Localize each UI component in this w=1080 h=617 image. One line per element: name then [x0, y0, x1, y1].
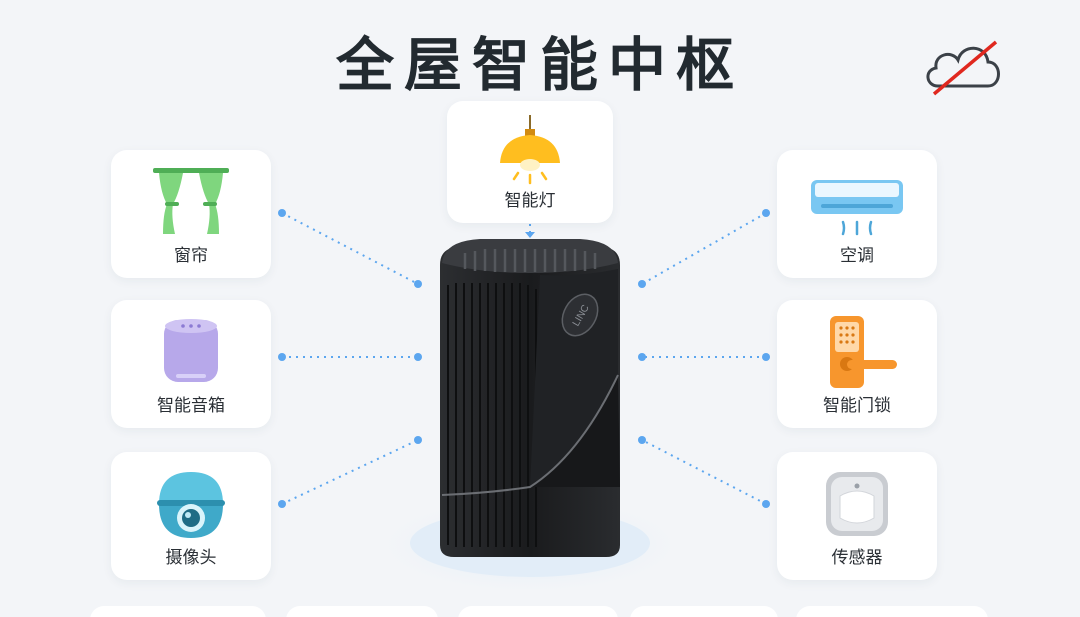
page-title: 全屋智能中枢	[335, 31, 744, 99]
device-label-lock: 智能门锁	[823, 396, 891, 416]
sensor-icon	[826, 472, 888, 536]
device-label-sensor: 传感器	[831, 548, 883, 568]
device-card-ac[interactable]: 空调	[777, 150, 937, 278]
device-card-light[interactable]: 智能灯	[447, 101, 613, 223]
device-card-partial-1[interactable]	[90, 606, 266, 617]
device-label-camera: 摄像头	[165, 548, 217, 568]
pendant-light-icon	[500, 115, 560, 185]
device-card-partial-2[interactable]	[286, 606, 438, 617]
air-conditioner-icon	[811, 180, 903, 236]
camera-icon	[157, 472, 225, 538]
hub-logo-icon: LINC	[561, 293, 599, 337]
device-card-speaker[interactable]: 智能音箱	[111, 300, 271, 428]
smart-speaker-icon	[164, 319, 218, 382]
device-card-camera[interactable]: 摄像头	[111, 452, 271, 580]
device-label-light: 智能灯	[504, 191, 556, 211]
device-card-curtain[interactable]: 窗帘	[111, 150, 271, 278]
device-card-sensor[interactable]: 传感器	[777, 452, 937, 580]
device-card-partial-4[interactable]	[630, 606, 778, 617]
device-label-ac: 空调	[840, 246, 874, 266]
smart-hub-device[interactable]: LINC	[380, 225, 680, 595]
device-card-partial-5[interactable]	[796, 606, 988, 617]
device-label-curtain: 窗帘	[174, 246, 208, 266]
device-card-partial-3[interactable]	[458, 606, 618, 617]
device-label-speaker: 智能音箱	[157, 396, 225, 416]
door-lock-icon	[830, 316, 897, 388]
cloud-off-icon	[926, 40, 1000, 96]
curtain-icon	[153, 168, 229, 234]
device-card-lock[interactable]: 智能门锁	[777, 300, 937, 428]
